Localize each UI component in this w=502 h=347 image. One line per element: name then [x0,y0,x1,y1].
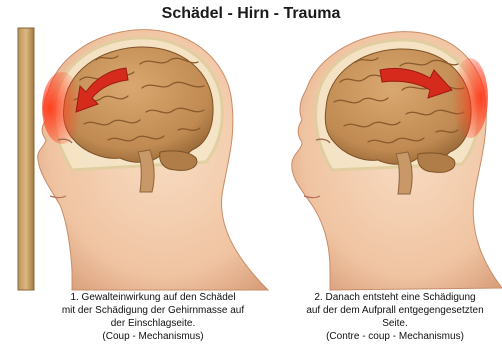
right-injury [452,58,488,138]
caption-left-line: mit der Schädigung der Gehirnmasse auf [38,304,268,317]
right-head [292,32,502,290]
left-head [38,30,268,290]
caption-right-line: (Contre - coup - Mechanismus) [280,330,502,343]
caption-left: 1. Gewalteinwirkung auf den Schädel mit … [38,291,268,343]
caption-right-line: 2. Danach entsteht eine Schädigung [280,291,502,304]
left-injury [42,72,82,144]
wall-plate [18,28,34,290]
caption-left-line: der Einschlagseite. [38,317,268,330]
caption-right-line: Seite. [280,317,502,330]
caption-left-line: 1. Gewalteinwirkung auf den Schädel [38,291,268,304]
caption-right-line: auf der dem Aufprall entgegengesetzten [280,304,502,317]
caption-right: 2. Danach entsteht eine Schädigung auf d… [280,291,502,343]
caption-left-line: (Coup - Mechanismus) [38,330,268,343]
